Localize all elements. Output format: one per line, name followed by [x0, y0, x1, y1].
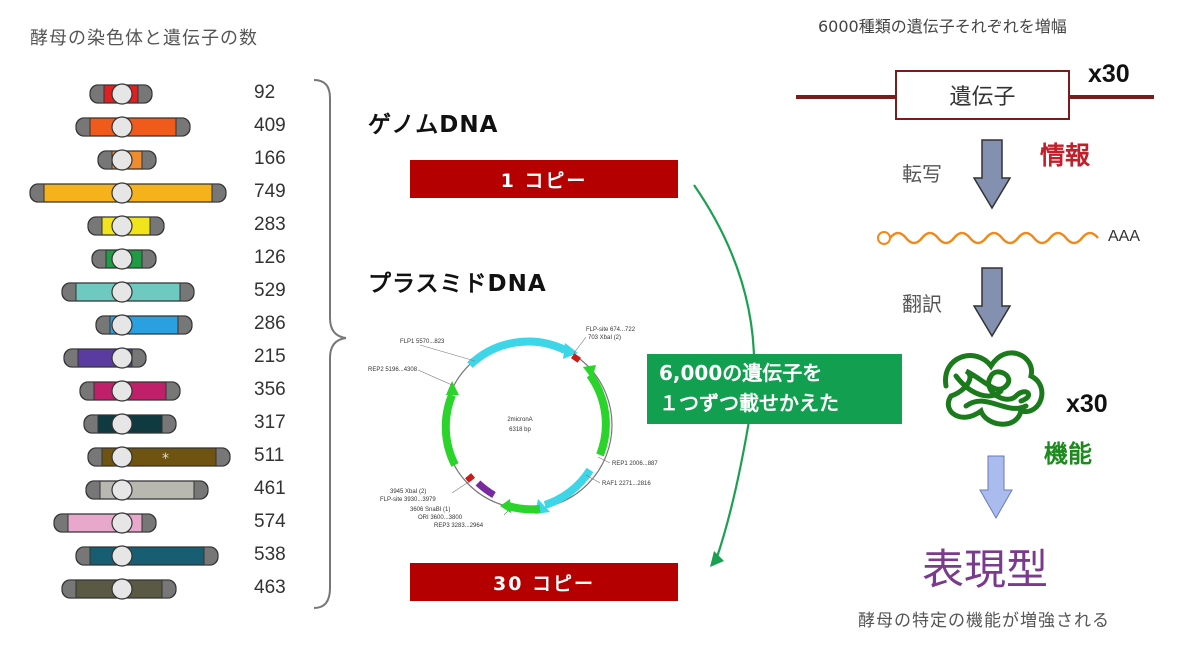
genome-dna-heading: ゲノムDNA	[368, 112, 499, 138]
chromosome-6	[91, 248, 157, 270]
gene-count-1: 92	[254, 82, 276, 103]
function-label: 機能	[1044, 440, 1092, 468]
gene-count-12: 511	[254, 445, 285, 466]
plasmid-dna-heading: プラスミドDNA	[368, 271, 547, 297]
chromosome-4	[29, 182, 227, 204]
phenotype-label: 表現型	[922, 545, 1049, 594]
gene-count-7: 529	[254, 280, 286, 301]
gene-count-6: 126	[254, 247, 286, 268]
chromosome-10	[79, 380, 181, 402]
gene-count-8: 286	[254, 313, 286, 334]
plasmid-map: FLP1 5570...823 REP2 5196...4308 FLP-sit…	[368, 327, 658, 529]
replacement-note-line1: 6,000の遺伝子を	[659, 361, 823, 385]
transcription-arrow	[972, 139, 1012, 210]
replacement-note-box: 6,000の遺伝子を １つずつ載せかえた	[647, 354, 902, 424]
gene-count-13: 461	[254, 478, 286, 499]
protein-icon	[943, 350, 1045, 427]
gene-count-14: 574	[254, 511, 286, 532]
chromosome-figure-title: 酵母の染色体と遺伝子の数	[30, 28, 258, 49]
plasmid-label-ori: ORI 3600...3800	[418, 515, 463, 521]
plasmid-label-flp-site-top: FLP-site 674...722	[586, 327, 636, 333]
gene-count-15: 538	[254, 544, 286, 565]
replacement-note-line2: １つずつ載せかえた	[659, 391, 839, 415]
poly-a-tail-label: AAA	[1108, 228, 1141, 245]
plasmid-label-xbal-bottom: 3945 XbaI (2)	[390, 489, 426, 495]
plasmid-label-rep3: REP3 3283...2964	[434, 523, 484, 529]
gene-count-3: 166	[254, 148, 286, 169]
chromosome-13	[85, 479, 209, 501]
amplification-caption: 6000種類の遺伝子それぞれを増幅	[818, 17, 1067, 36]
genome-copy-bar: 1 コピー	[410, 160, 678, 198]
translation-arrow	[972, 267, 1012, 338]
chromosome-marker-asterisk: *	[162, 451, 169, 467]
chromosome-7	[61, 281, 195, 303]
chromosome-16	[61, 578, 177, 600]
gene-count-4: 749	[254, 181, 286, 202]
translation-label: 翻訳	[902, 292, 942, 316]
genome-bracket	[313, 79, 347, 609]
chromosome-12: *	[87, 446, 231, 468]
chromosome-5	[87, 215, 165, 237]
gene-copy-multiplier: x30	[1088, 60, 1130, 88]
plasmid-size: 6318 bp	[509, 427, 531, 433]
plasmid-label-rep2: REP2 5196...4308	[368, 367, 418, 373]
mrna-strand	[877, 231, 1099, 245]
gene-count-16: 463	[254, 577, 286, 598]
gene-count-11: 317	[254, 412, 286, 433]
chromosome-15	[75, 545, 219, 567]
plasmid-label-flp1: FLP1 5570...823	[400, 339, 445, 345]
information-label: 情報	[1040, 141, 1091, 170]
chromosome-11	[83, 413, 177, 435]
protein-copy-multiplier: x30	[1066, 390, 1108, 418]
transcription-label: 転写	[902, 162, 942, 186]
chromosome-set: *	[29, 83, 231, 600]
plasmid-label-rep1: REP1 2006...887	[612, 461, 658, 467]
gene-count-5: 283	[254, 214, 286, 235]
chromosome-8	[95, 314, 193, 336]
gene-count-2: 409	[254, 115, 286, 136]
gene-count-10: 356	[254, 379, 286, 400]
gene-box: 遺伝子	[895, 70, 1070, 120]
plasmid-label-raf1: RAF1 2271...2816	[602, 481, 651, 487]
plasmid-label-xbal-top: 703 XbaI (2)	[588, 335, 621, 341]
chromosome-14	[53, 512, 157, 534]
chromosome-9	[63, 347, 147, 369]
plasmid-label-flp-site-bottom: FLP-site 3930...3979	[380, 497, 436, 503]
chromosome-3	[97, 149, 157, 171]
chromosome-1	[89, 83, 153, 105]
gene-count-9: 215	[254, 346, 286, 367]
plasmid-name: 2micronA	[507, 417, 532, 423]
phenotype-arrow	[979, 455, 1013, 520]
result-caption: 酵母の特定の機能が増強される	[858, 611, 1110, 631]
plasmid-label-snab: 3606 SnaBI (1)	[410, 507, 450, 513]
plasmid-copy-bar: 30 コピー	[410, 563, 678, 601]
chromosome-2	[75, 116, 191, 138]
